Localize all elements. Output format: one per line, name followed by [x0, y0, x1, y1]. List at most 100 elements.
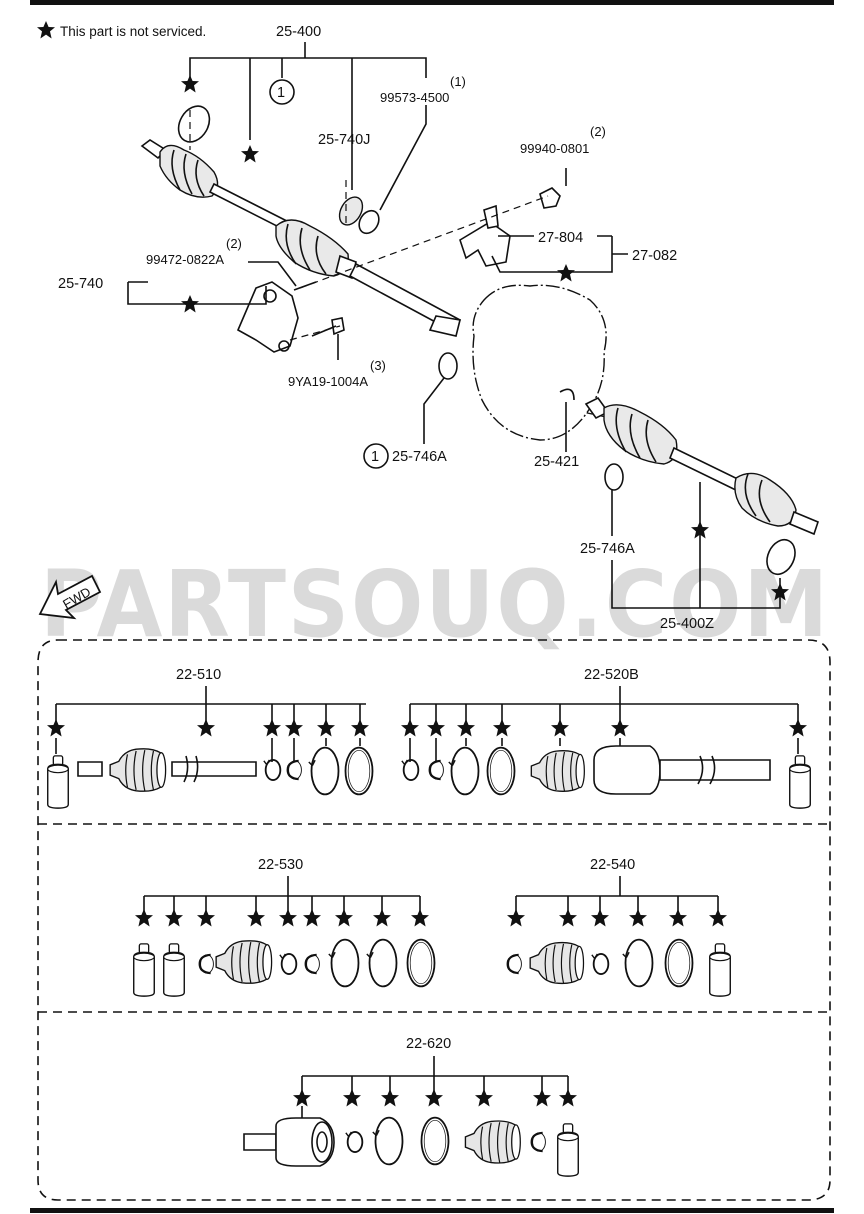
star-icon [335, 909, 353, 927]
kit-label-22-510: 22-510 [176, 667, 221, 683]
grease-bottle [46, 755, 70, 809]
clamp-small [400, 758, 420, 782]
callout-99472-qty: (2) [226, 236, 242, 251]
clamp-small [344, 1130, 364, 1154]
kit-label-22-540: 22-540 [590, 857, 635, 873]
star-icon [263, 719, 281, 737]
star-icon [279, 909, 297, 927]
legend-star-icon [37, 21, 55, 39]
circle-ref-1-top [269, 79, 295, 105]
boot-clamp [327, 938, 360, 988]
inner-joint-housing [593, 745, 661, 795]
star-icon [669, 909, 687, 927]
callout-25-740J: 25-740J [318, 132, 370, 148]
clip-25-421 [559, 388, 575, 401]
star-icon [135, 909, 153, 927]
star-icon [351, 719, 369, 737]
boot-band [406, 938, 436, 988]
kit-22-540: 22-540 [506, 857, 732, 997]
star-icon [47, 719, 65, 737]
star-icon [317, 719, 335, 737]
clamp-small [278, 952, 298, 976]
snap-ring [506, 953, 523, 975]
grease-bottle [162, 943, 186, 997]
callout-25-400: 25-400 [276, 24, 321, 40]
boot-clamp [371, 1116, 404, 1166]
clamp-small [262, 758, 282, 782]
snap-ring [286, 759, 303, 781]
kit-label-22-620: 22-620 [406, 1036, 451, 1052]
inner-joint-boot [530, 750, 586, 792]
callout-99472: 99472-0822A [146, 252, 224, 267]
snap-ring [304, 953, 321, 975]
circle-ref-1-bottom [363, 443, 389, 469]
joint-boot [464, 1120, 521, 1164]
star-icon [475, 1089, 493, 1107]
callout-25-740: 25-740 [58, 276, 103, 292]
joint-boot [215, 940, 273, 984]
bottom-rule [30, 1208, 834, 1213]
seal-outer-right [766, 538, 796, 576]
star-icon [411, 909, 429, 927]
star-icon [789, 719, 807, 737]
star-icon [401, 719, 419, 737]
star-icon [551, 719, 569, 737]
top-rule [30, 0, 834, 5]
joint-boot [529, 941, 585, 985]
grease-bottle [708, 943, 732, 997]
bracket-25-740 [236, 281, 299, 353]
snap-ring [530, 1131, 547, 1153]
callout-25-746A-right: 25-746A [580, 541, 635, 557]
star-icon [293, 1089, 311, 1107]
callout-9YA19-qty: (3) [370, 358, 386, 373]
callout-99573: 99573-4500 [380, 90, 449, 105]
star-icon [427, 719, 445, 737]
star-icon [629, 909, 647, 927]
callout-99940-qty: (2) [590, 124, 606, 139]
callout-25-746A-left: 25-746A [392, 449, 447, 465]
boot-clamp [365, 938, 398, 988]
seal-25-746A-right [604, 463, 624, 491]
boot-band [486, 746, 516, 796]
callout-99940: 99940-0801 [520, 141, 589, 156]
grease-bottle [132, 943, 156, 997]
callout-9YA19: 9YA19-1004A [288, 374, 368, 389]
kits-frame [37, 639, 831, 1201]
star-icon [181, 75, 199, 93]
star-icon [285, 719, 303, 737]
star-icon [457, 719, 475, 737]
star-icon [425, 1089, 443, 1107]
kit-22-520B: 22-520B [400, 667, 812, 809]
seal-25-746A-left [438, 352, 458, 380]
grease-bottle [788, 755, 812, 809]
boot-clamp [621, 938, 654, 988]
star-icon [709, 909, 727, 927]
kit-22-620: 22-620 [243, 1036, 580, 1177]
seal-outer-top [177, 105, 211, 143]
callout-25-421: 25-421 [534, 454, 579, 470]
bearing-25-740J [338, 196, 364, 226]
star-icon [197, 719, 215, 737]
boot-clamp [447, 746, 480, 796]
transmission-outline [472, 284, 607, 441]
grease-bottle [556, 1123, 580, 1177]
outer-joint-boot [109, 747, 167, 793]
boot-band [664, 938, 694, 988]
nut-99940 [539, 187, 561, 209]
circle-ref-text: 1 [277, 85, 285, 101]
snap-ring [198, 953, 215, 975]
kit-label-22-530: 22-530 [258, 857, 303, 873]
star-icon [381, 1089, 399, 1107]
star-icon [559, 1089, 577, 1107]
clip-99573 [358, 209, 380, 235]
star-icon [507, 909, 525, 927]
watermark-text: PARTSOUQ.COM [40, 551, 830, 658]
star-icon [247, 909, 265, 927]
circle-ref-text: 1 [371, 449, 379, 465]
kit-label-22-520B: 22-520B [584, 667, 639, 683]
star-icon [493, 719, 511, 737]
kit-22-510: 22-510 [46, 667, 374, 809]
star-icon [241, 145, 259, 163]
boot-clamp [307, 746, 340, 796]
